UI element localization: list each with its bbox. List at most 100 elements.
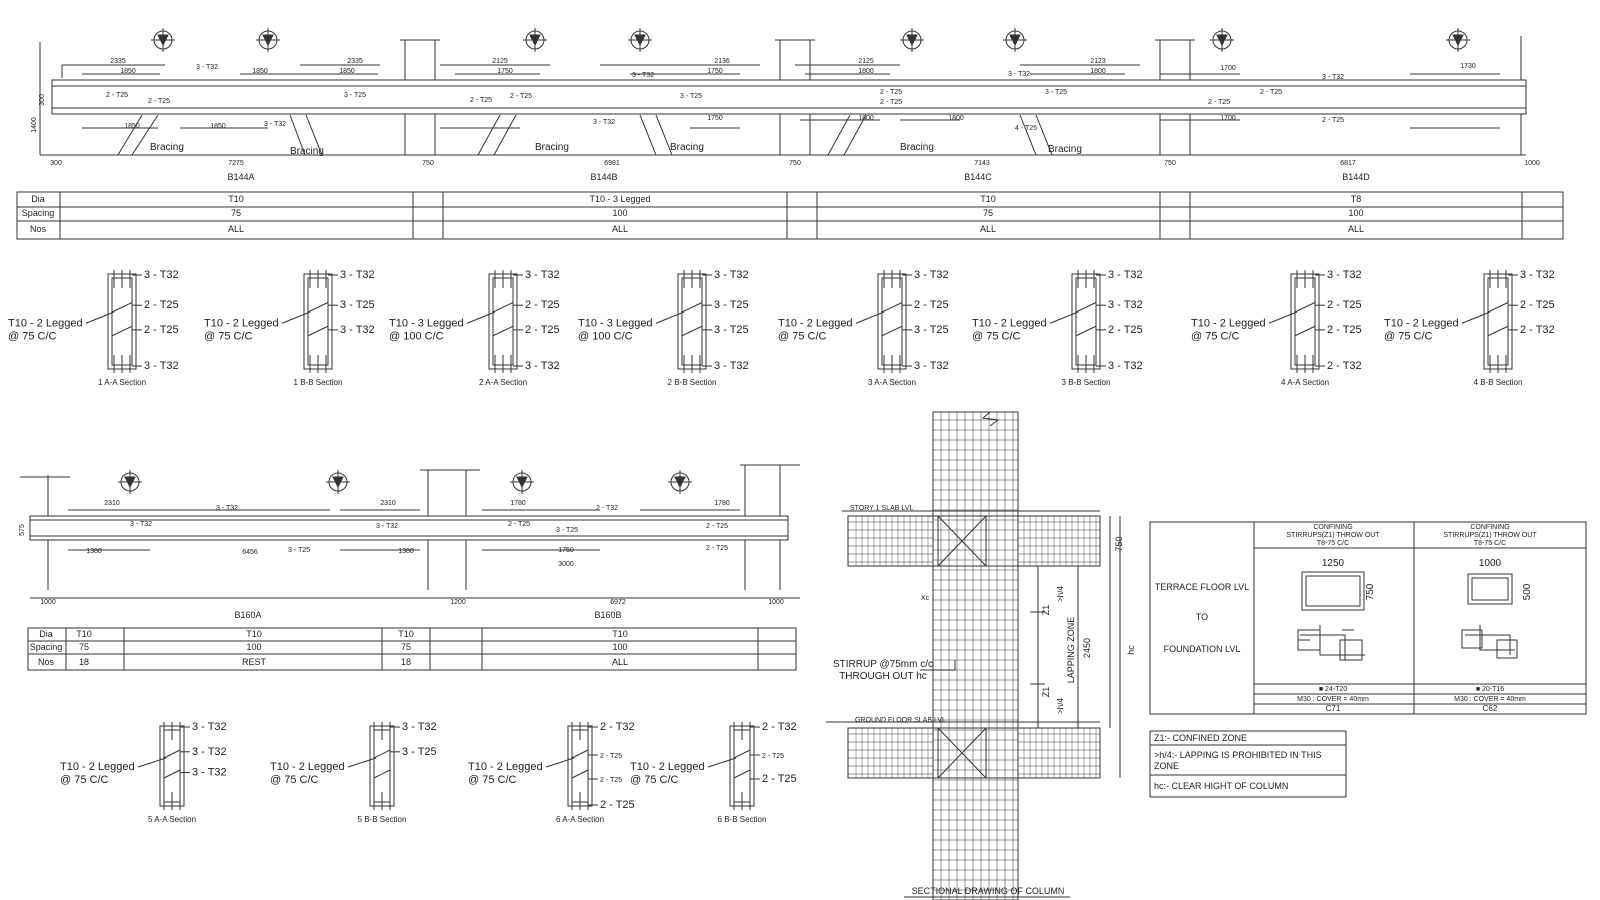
stirrup-spacing: @ 75 C/C: [60, 774, 109, 786]
table-cell-nos: ALL: [228, 224, 244, 234]
stirrup-spec: T10 - 2 Legged: [468, 761, 543, 773]
stirrup-legs: [492, 302, 514, 337]
stirrup-outline: [881, 277, 903, 366]
section-rebar-label: 3 - T32: [192, 767, 227, 779]
stirrup-outline: [373, 729, 391, 803]
rebar-label: 2 - T25: [470, 97, 492, 104]
legend-lapping: >h/4:- LAPPING IS PROHIBITED IN THIS: [1154, 750, 1322, 760]
bottom-bars: [683, 355, 701, 373]
section-rebar-label: 2 - T25: [525, 324, 560, 336]
section-rebar-label: 3 - T32: [144, 360, 179, 372]
column-c71-width: 1250: [1322, 558, 1345, 569]
section-rebar-label: 3 - T32: [1108, 360, 1143, 372]
stirrup-spec: T10 - 2 Legged: [630, 761, 705, 773]
stirrup-leader: [1268, 311, 1298, 324]
bar-length-dimension: 1780: [510, 500, 526, 507]
support-dimension: 1000: [1524, 160, 1540, 167]
table-cell-spacing: 100: [246, 642, 261, 652]
top-bars: [571, 722, 589, 740]
section-rebar-label: 3 - T32: [1108, 299, 1143, 311]
bar-length-dimension: 1700: [1220, 115, 1236, 122]
zone-label: Z1: [1041, 687, 1051, 698]
column-c71-header: T8-75 C/C: [1317, 540, 1349, 547]
bottom-bars: [309, 355, 327, 373]
table-cell-dia: T8: [1351, 194, 1362, 204]
bar-length-dimension: 2125: [858, 58, 874, 65]
top-bars: [494, 270, 512, 288]
stirrup-spec: T10 - 3 Legged: [578, 317, 653, 329]
legend-box: [1149, 730, 1347, 798]
rebar-label: 2 - T25: [1208, 99, 1230, 106]
stirrup-outline: [571, 729, 589, 803]
stirrup-spec: T10 - 3 Legged: [389, 317, 464, 329]
bar-length-dimension: 1750: [558, 547, 574, 554]
table-cell-dia: T10: [980, 194, 996, 204]
table-cell-spacing: 75: [231, 208, 241, 218]
stirrup-outline: [681, 277, 703, 366]
section-title: 5 A-A Section: [148, 815, 196, 824]
column-c71-name: C71: [1326, 704, 1341, 713]
rebar-label: 3 - T32: [632, 72, 654, 79]
top-bars: [163, 722, 181, 740]
support-dimension: 750: [789, 160, 801, 167]
rebar-label: 3 - T32: [196, 64, 218, 71]
rebar-label: 2 - T25: [510, 93, 532, 100]
stirrup-spacing: @ 75 C/C: [204, 330, 253, 342]
column-c62-width: 1000: [1479, 558, 1502, 569]
rebar-label: 2 - T25: [508, 521, 530, 528]
rebar-label: 3 - T32: [376, 523, 398, 530]
stirrup-outline: [111, 277, 133, 366]
section-title: 6 A-A Section: [556, 815, 604, 824]
level-label: STORY 1 SLAB LVL: [850, 505, 913, 512]
bottom-bars: [571, 792, 589, 810]
bar-length-dimension: 3000: [558, 561, 574, 568]
bar-length-dimension: 1850: [339, 68, 355, 75]
column-schedule-grid: [1149, 521, 1587, 715]
table-cell-spacing: 100: [612, 208, 627, 218]
span-dimension: 7275: [228, 160, 244, 167]
stirrup-leader: [281, 311, 311, 324]
section-rebar-label: 2 - T25: [600, 799, 635, 811]
top-beam-outline: [51, 79, 1527, 115]
rebar-label: 2 - T25: [706, 545, 728, 552]
table-row-header: Spacing: [30, 642, 63, 652]
span-dimension: 6456: [242, 549, 258, 556]
section-rebar-label: 3 - T32: [714, 269, 749, 281]
span-dimension: 6972: [610, 599, 626, 606]
section-markers-bottom: [118, 470, 692, 494]
rebar-label: 3 - T32: [216, 505, 238, 512]
top-bars: [113, 270, 131, 288]
section-rebar-label: 2 - T25: [1327, 324, 1362, 336]
stirrup-spec: T10 - 2 Legged: [204, 317, 279, 329]
table-cell-nos: ALL: [980, 224, 996, 234]
stirrup-leader: [466, 311, 496, 324]
stirrup-spacing: @ 75 C/C: [1191, 330, 1240, 342]
table-row-header: Spacing: [22, 208, 55, 218]
table-cell-dia: T10: [228, 194, 244, 204]
stirrup-note: STIRRUP @75mm c/c: [833, 659, 933, 670]
section-rebar-label: 3 - T25: [714, 324, 749, 336]
stirrup-legs: [307, 302, 329, 337]
bar-length-dimension: 1750: [707, 68, 723, 75]
stirrup-note: THROUGH OUT hc: [839, 671, 927, 682]
bar-length-dimension: 2136: [714, 58, 730, 65]
floor-range-label: FOUNDATION LVL: [1164, 644, 1241, 654]
table-row-header: Dia: [31, 194, 45, 204]
table-row-header: Nos: [38, 657, 55, 667]
table-row-header: Nos: [30, 224, 47, 234]
static-linework: [16, 28, 1587, 900]
bar-length-dimension: 1730: [1460, 63, 1476, 70]
bar-length-dimension: 2310: [104, 500, 120, 507]
support-dimension: 750: [422, 160, 434, 167]
stirrup-spacing: @ 75 C/C: [972, 330, 1021, 342]
bottom-bars: [883, 355, 901, 373]
zone-label: >h/4: [1056, 698, 1065, 714]
bottom-stirrup-table-grid: [27, 627, 797, 671]
depth-dimension: 300: [39, 94, 46, 106]
table-cell-nos: ALL: [1348, 224, 1364, 234]
stirrup-spacing: @ 75 C/C: [630, 774, 679, 786]
table-row-header: Dia: [39, 629, 53, 639]
stirrup-leader: [1049, 311, 1079, 324]
